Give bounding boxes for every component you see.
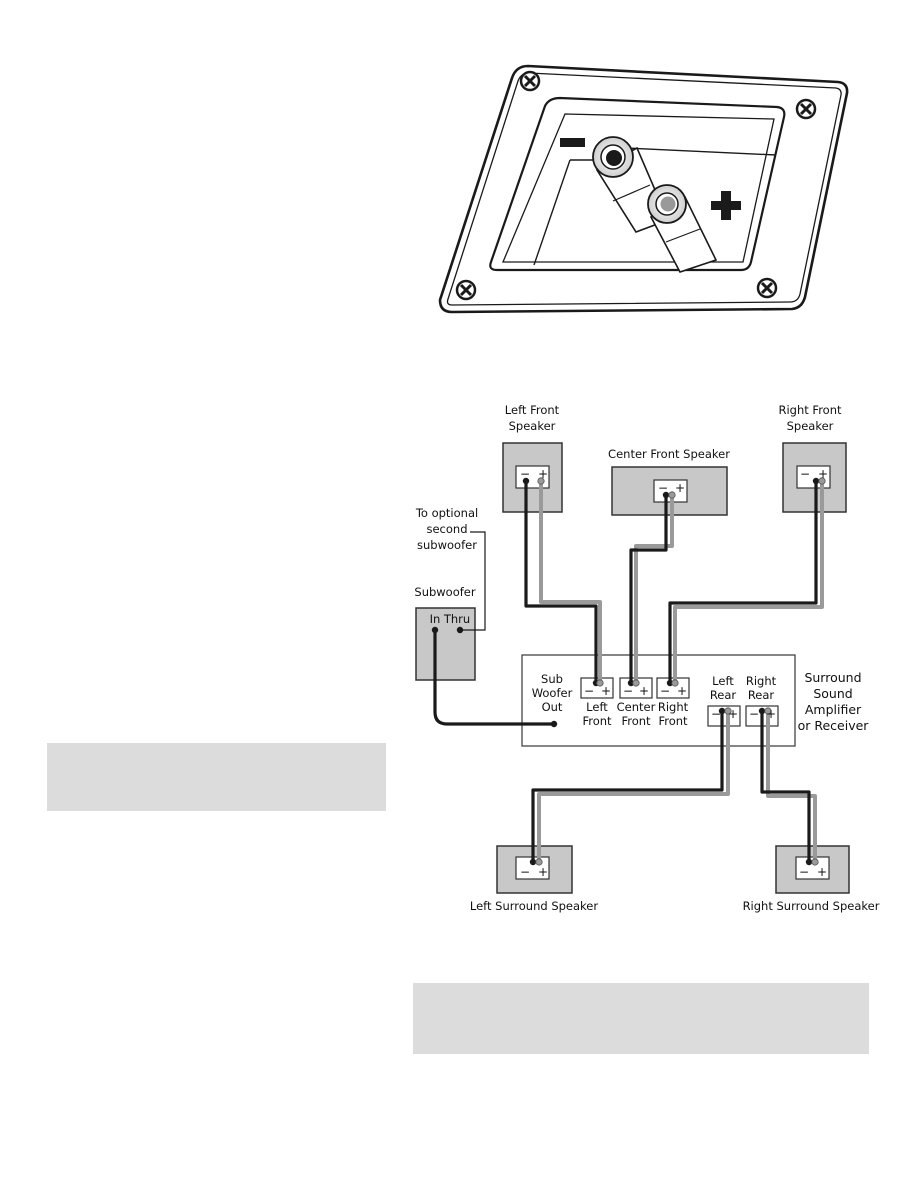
left-surround-speaker-label: Left Surround Speaker (470, 899, 598, 913)
amplifier-title: Sound (813, 686, 852, 701)
svg-text:−: − (800, 467, 810, 481)
right-front-speaker-label: Speaker (787, 419, 834, 433)
speaker-wiring-diagram: −+ −+ −+ −+ −+ −+ −+ −+ −+ −+ Left Front… (414, 403, 879, 913)
svg-text:−: − (711, 707, 721, 721)
amp-left-front-label: Front (582, 714, 612, 728)
subwoofer-in-label: In (430, 612, 441, 626)
svg-text:−: − (749, 707, 759, 721)
positive-wires (537, 479, 824, 864)
positive-binding-post (647, 184, 718, 273)
screw-icon (795, 98, 817, 120)
screw-icon (519, 70, 541, 92)
sub-woofer-out-label: Out (542, 700, 563, 714)
amp-left-rear-label: Left (712, 674, 734, 688)
amplifier-box (521, 654, 796, 747)
amp-center-front-label: Front (621, 714, 651, 728)
optional-sub-note: subwoofer (417, 538, 477, 552)
negative-binding-post (592, 136, 670, 233)
terminal-amp-left-rear (707, 705, 741, 727)
svg-text:−: − (623, 684, 633, 698)
minus-icon (560, 138, 585, 147)
amp-left-rear-label: Rear (710, 688, 737, 702)
note-box-bottom (413, 983, 869, 1054)
optional-sub-note: second (426, 522, 467, 536)
sub-woofer-out-label: Woofer (532, 686, 573, 700)
terminal-sign-labels: −+ −+ −+ −+ −+ −+ −+ −+ −+ −+ (520, 467, 828, 879)
svg-text:−: − (658, 481, 668, 495)
svg-text:+: + (817, 865, 827, 879)
svg-text:−: − (520, 865, 530, 879)
svg-text:+: + (538, 467, 548, 481)
svg-text:+: + (818, 467, 828, 481)
subwoofer-thru-label: Thru (443, 612, 470, 626)
center-front-speaker-label: Center Front Speaker (608, 447, 730, 461)
svg-text:+: + (639, 684, 649, 698)
right-surround-speaker-label: Right Surround Speaker (743, 899, 880, 913)
amp-right-front-label: Right (658, 700, 689, 714)
terminal-dots (431, 477, 826, 866)
amplifier-title: Surround (804, 670, 861, 685)
optional-sub-note: To optional (415, 506, 478, 520)
svg-text:+: + (677, 684, 687, 698)
plus-icon (711, 191, 741, 220)
subwoofer-box (415, 607, 476, 681)
svg-text:+: + (766, 707, 776, 721)
amp-center-front-label: Center (617, 700, 656, 714)
amp-left-front-label: Left (586, 700, 608, 714)
subwoofer-label: Subwoofer (414, 585, 475, 599)
left-front-speaker-label: Speaker (509, 419, 556, 433)
terminal-right-surround-speaker (795, 856, 830, 880)
amplifier-title: or Receiver (798, 718, 870, 733)
svg-text:−: − (660, 684, 670, 698)
svg-text:+: + (675, 481, 685, 495)
svg-text:−: − (520, 467, 530, 481)
amp-right-front-label: Front (658, 714, 688, 728)
svg-text:−: − (584, 684, 594, 698)
negative-wires (433, 479, 818, 864)
left-front-speaker-label: Left Front (505, 403, 560, 417)
amp-right-rear-label: Right (746, 674, 777, 688)
svg-text:+: + (601, 684, 611, 698)
svg-text:+: + (728, 707, 738, 721)
amplifier-title: Amplifier (805, 702, 862, 717)
screw-icon (756, 277, 778, 299)
sub-woofer-out-label: Sub (541, 672, 563, 686)
note-box-left (47, 743, 386, 811)
right-front-speaker-label: Right Front (778, 403, 842, 417)
amp-right-rear-label: Rear (748, 688, 775, 702)
screw-icon (455, 279, 477, 301)
terminal-plate (438, 64, 849, 314)
thru-bracket (460, 531, 486, 631)
svg-text:+: + (538, 865, 548, 879)
svg-text:−: − (799, 865, 809, 879)
